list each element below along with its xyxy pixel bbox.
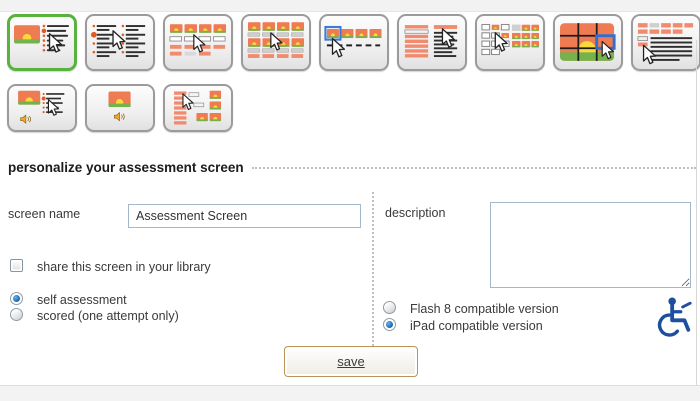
vertical-dotted-divider <box>372 192 374 354</box>
template-picker-row-1 <box>7 14 700 71</box>
share-checkbox[interactable] <box>10 259 23 272</box>
template-art-image-hotspot <box>559 23 616 61</box>
template-thumb-matching[interactable] <box>163 84 233 132</box>
template-thumb-audio-image-text-choices[interactable] <box>7 84 77 132</box>
screen-name-label: screen name <box>8 207 81 221</box>
template-thumb-image-row-with-text-boxes[interactable] <box>163 14 233 71</box>
template-art-audio-image-text-choices <box>18 90 65 124</box>
speaker-icon <box>113 112 125 122</box>
screen-name-input[interactable] <box>128 204 361 228</box>
save-button[interactable]: save <box>284 346 418 377</box>
self-assessment-label[interactable]: self assessment <box>37 293 127 307</box>
template-picker-row-2 <box>7 84 233 132</box>
ipad-label[interactable]: iPad compatible version <box>410 319 543 333</box>
bottom-strip <box>0 385 700 401</box>
panel-right-border <box>696 40 697 385</box>
template-art-matching <box>174 90 222 125</box>
description-textarea[interactable] <box>490 202 691 288</box>
page-title: personalize your assessment screen <box>8 160 244 175</box>
template-thumb-word-bank-text[interactable] <box>631 14 700 71</box>
flash8-label[interactable]: Flash 8 compatible version <box>410 302 559 316</box>
wheelchair-accessibility-icon <box>657 297 692 337</box>
template-art-checkbox-image-grid <box>481 24 540 56</box>
template-art-image-grid-with-labels <box>247 22 305 58</box>
template-art-audio-image <box>108 91 131 122</box>
share-checkbox-label[interactable]: share this screen in your library <box>37 260 211 274</box>
scored-label[interactable]: scored (one attempt only) <box>37 309 179 323</box>
cursor-icon <box>331 37 346 58</box>
heading-dotted-divider <box>251 166 696 169</box>
personalize-heading-row: personalize your assessment screen <box>8 160 696 175</box>
template-art-word-bank-text <box>637 23 694 65</box>
template-thumb-image-grid-with-labels[interactable] <box>241 14 311 71</box>
template-thumb-image-hotspot[interactable] <box>553 14 623 71</box>
template-art-text-columns <box>404 25 458 58</box>
template-thumb-image-with-text-choices[interactable] <box>7 14 77 71</box>
template-art-image-with-text-choices <box>13 24 70 53</box>
template-art-image-sequence <box>324 25 382 58</box>
description-label: description <box>385 206 446 220</box>
template-thumb-audio-image[interactable] <box>85 84 155 132</box>
self-assessment-radio[interactable] <box>10 292 23 305</box>
speaker-icon <box>20 114 32 124</box>
template-art-image-row-with-text-boxes <box>169 24 227 56</box>
template-thumb-two-column-text-choices[interactable] <box>85 14 155 71</box>
scored-radio[interactable] <box>10 308 23 321</box>
template-thumb-image-sequence[interactable] <box>319 14 389 71</box>
template-thumb-text-columns[interactable] <box>397 14 467 71</box>
template-art-two-column-text-choices <box>90 24 146 58</box>
template-thumb-checkbox-image-grid[interactable] <box>475 14 545 71</box>
flash8-radio[interactable] <box>383 301 396 314</box>
ipad-radio[interactable] <box>383 318 396 331</box>
top-strip <box>0 0 700 12</box>
